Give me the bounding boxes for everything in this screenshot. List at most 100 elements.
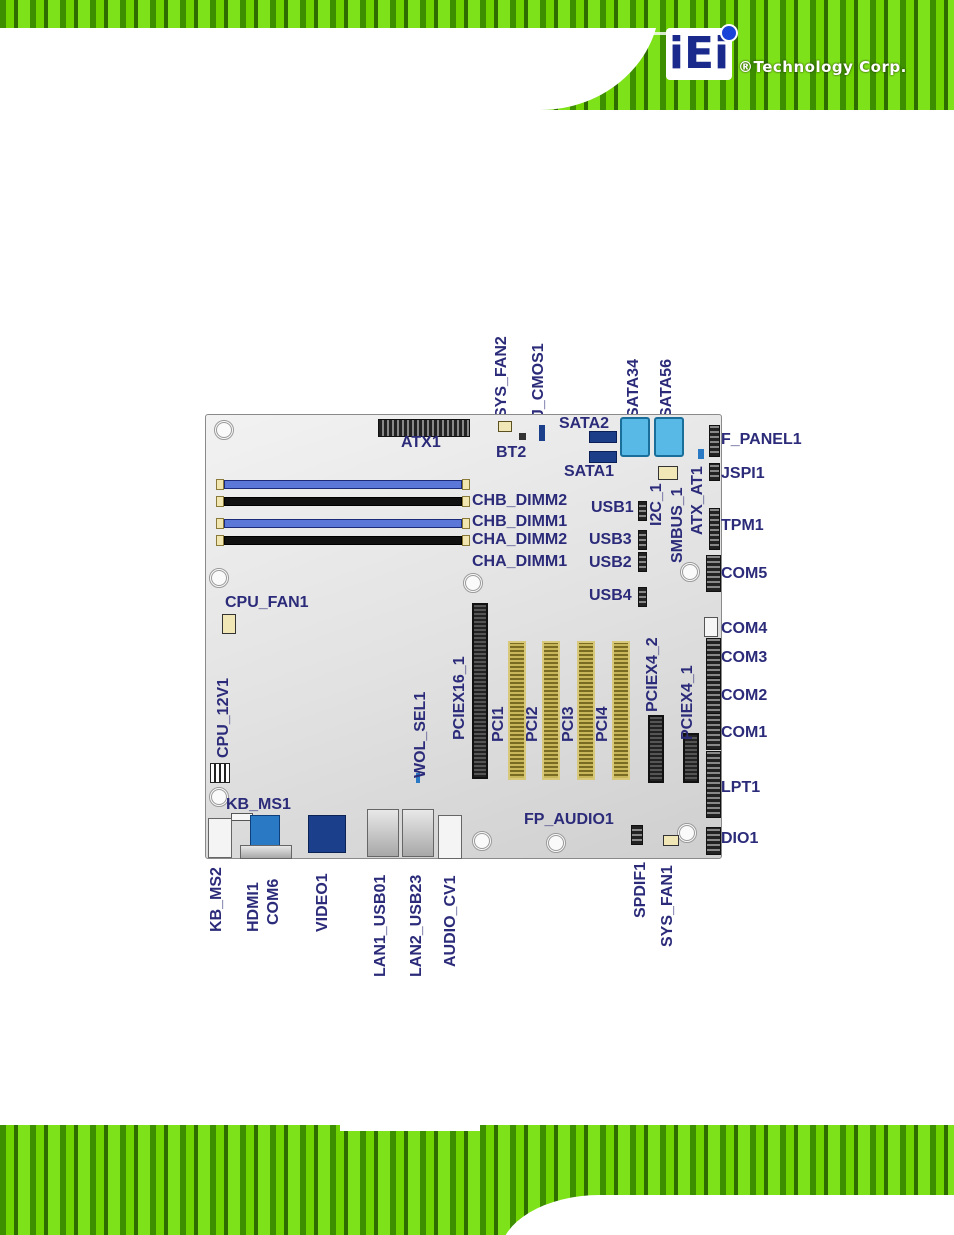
label-usb1: USB1 [591,499,634,516]
usb1-header [638,501,647,521]
dimm-latch [462,518,470,529]
label-dio1: DIO1 [721,830,759,847]
mounting-hole [214,420,234,440]
label-lan2-usb23: LAN2_USB23 [408,874,425,977]
label-cpu-fan1: CPU_FAN1 [225,594,309,611]
label-sys-fan1: SYS_FAN1 [659,865,676,947]
pci3-slot [577,641,595,780]
i2c-smbus-connectors [658,466,678,480]
label-pciex4-1: PCIEX4_1 [679,665,696,740]
label-spdif1: SPDIF1 [632,861,649,918]
label-wol-sel1: WOL_SEL1 [412,691,429,778]
wol-sel1-jumper [416,773,420,783]
atx1-connector [378,419,470,437]
jspi1-connector [709,463,720,481]
logo-dot-icon [720,24,738,42]
label-jspi1: JSPI1 [721,465,765,482]
label-j-cmos1: J_CMOS1 [530,343,547,418]
mounting-hole [677,823,697,843]
com5-connector [706,555,721,592]
com1-connector [706,713,721,750]
label-cha-dimm2: CHA_DIMM2 [472,531,568,548]
label-video1: VIDEO1 [314,873,331,932]
label-pci2: PCI2 [524,706,541,742]
dimm-latch [462,535,470,546]
f-panel1-connector [709,425,720,457]
com3-connector [706,638,721,680]
cha-dimm2-slot [224,536,462,545]
dimm-latch [216,518,224,529]
label-atx-at1: ATX_AT1 [689,466,706,535]
label-usb4: USB4 [589,587,632,604]
lan1-usb01-port [367,809,399,857]
label-hdmi1: HDMI1 [245,882,262,932]
atx-at1-jumper [698,449,704,459]
label-chb-dimm2: CHB_DIMM2 [472,492,568,509]
usb3-header [638,530,647,550]
sata34-connector [620,417,650,457]
label-tpm1: TPM1 [721,517,764,534]
lan2-usb23-port [402,809,434,857]
label-sata56: SATA56 [658,359,675,418]
tpm1-connector [709,508,720,550]
pci2-slot [542,641,560,780]
usb2-header [638,552,647,572]
label-usb3: USB3 [589,531,632,548]
lpt1-connector [706,751,721,818]
label-pciex4-2: PCIEX4_2 [644,637,661,712]
sys-fan2-connector [498,421,512,432]
label-usb2: USB2 [589,554,632,571]
cpu-12v1-connector [210,763,230,783]
label-pci1: PCI1 [490,706,507,742]
dimm-slot-blue [224,480,462,489]
label-com1: COM1 [721,724,768,741]
dimm-latch [216,479,224,490]
fp-audio1-header [631,825,643,845]
label-com5: COM5 [721,565,768,582]
pciex16-1-slot [472,603,488,779]
motherboard-layout [205,414,722,859]
bt2-battery [519,433,526,440]
mounting-hole [463,573,483,593]
label-atx1: ATX1 [401,434,441,451]
label-pci4: PCI4 [594,706,611,742]
label-lpt1: LPT1 [721,779,761,796]
sata2-connector [589,431,617,443]
label-kb-ms2: KB_MS2 [208,867,225,932]
mounting-hole [209,787,229,807]
label-f-panel1: F_PANEL1 [721,431,802,448]
sys-fan1-connector [663,835,679,846]
mounting-hole [472,831,492,851]
label-cpu-12v1: CPU_12V1 [215,677,232,758]
label-sata2: SATA2 [559,415,610,432]
label-chb-dimm1: CHB_DIMM1 [472,513,568,530]
pci1-slot [508,641,526,780]
pci4-slot [612,641,630,780]
label-smbus-1: SMBUS_1 [669,487,686,563]
pciex4-2-slot [648,715,664,783]
label-audio-cv1: AUDIO_CV1 [442,875,459,967]
chb-dimm2-slot [224,497,462,506]
mounting-hole [546,833,566,853]
label-sata1: SATA1 [564,463,615,480]
kb-ms2-port [208,818,232,858]
label-pciex16-1: PCIEX16_1 [451,656,468,740]
footer-swoosh-line [340,1125,480,1235]
mounting-hole [209,568,229,588]
hdmi1-port [250,815,280,847]
dimm-latch [216,496,224,507]
header-banner: iEi ®Technology Corp. [0,0,954,110]
chb-dimm1-slot [224,519,462,528]
audio-cv1-port [438,815,462,859]
label-com2: COM2 [721,687,768,704]
label-sys-fan2: SYS_FAN2 [493,336,510,418]
label-pci3: PCI3 [560,706,577,742]
label-bt2: BT2 [496,444,527,461]
label-com3: COM3 [721,649,768,666]
footer-swoosh [500,1195,954,1235]
label-kb-ms1: KB_MS1 [226,796,291,813]
pciex4-1-slot [683,733,699,783]
label-fp-audio1: FP_AUDIO1 [524,811,614,828]
header-swoosh [0,0,660,110]
j-cmos1-jumper [539,425,545,441]
